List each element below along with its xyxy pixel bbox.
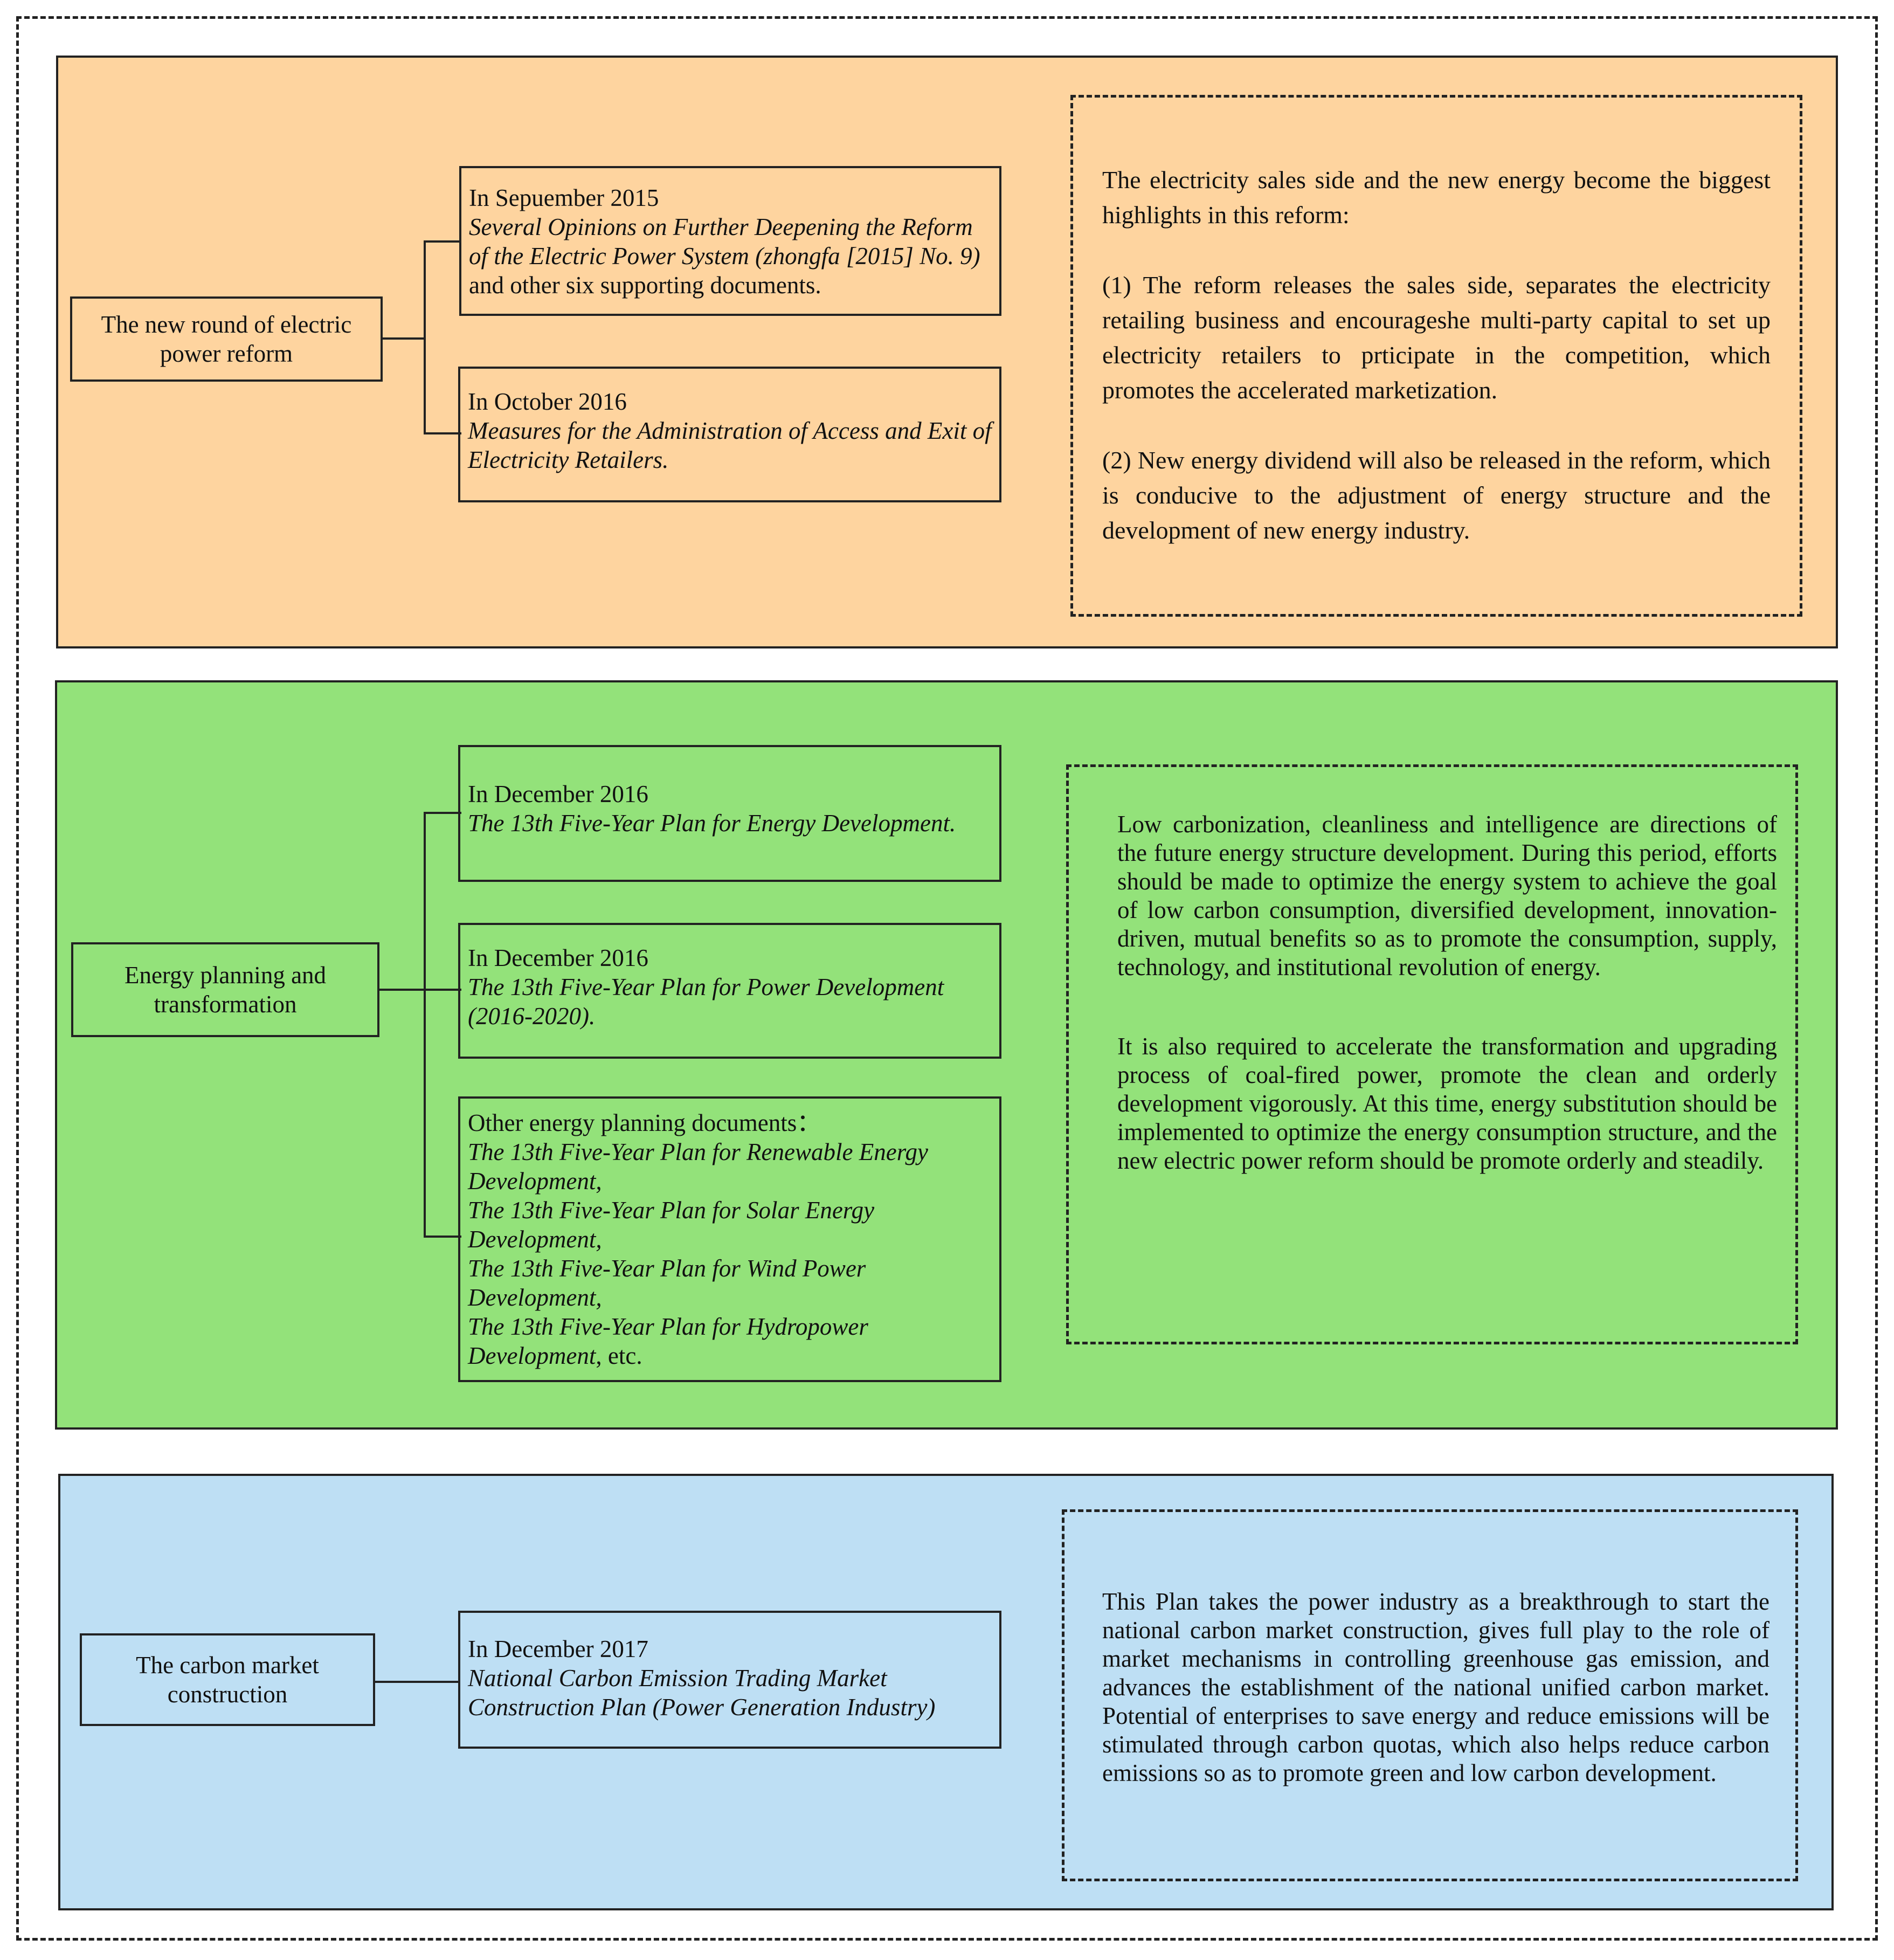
- outer-frame: [16, 16, 1878, 1941]
- document-title: The 13th Five-Year Plan for Hydropower D…: [468, 1313, 868, 1369]
- note-paragraph: The electricity sales side and the new e…: [1102, 166, 1771, 229]
- document-date: In December 2016: [468, 781, 648, 808]
- note-paragraph: Low carbonization, cleanliness and intel…: [1117, 811, 1777, 981]
- document-suffix: , etc.: [596, 1342, 642, 1369]
- document-box-2015: In Sepuember 2015 Several Opinions on Fu…: [459, 166, 1001, 316]
- note-paragraph: (1) The reform releases the sales side, …: [1102, 271, 1771, 404]
- energy-planning-label: Energy planning and transformation: [71, 942, 379, 1037]
- connector: [424, 240, 461, 243]
- note-paragraph: (2) New energy dividend will also be rel…: [1102, 446, 1771, 544]
- connector: [381, 337, 426, 340]
- note-paragraph: This Plan takes the power industry as a …: [1102, 1588, 1769, 1786]
- document-box-2016-oct: In October 2016 Measures for the Adminis…: [458, 367, 1001, 502]
- connector: [424, 812, 461, 814]
- carbon-market-label: The carbon market construction: [80, 1633, 375, 1726]
- document-date: In October 2016: [468, 388, 627, 415]
- document-title: The 13th Five-Year Plan for Energy Devel…: [468, 810, 956, 837]
- document-box-other-plans: Other energy planning documents： The 13t…: [458, 1096, 1001, 1382]
- connector: [424, 240, 426, 434]
- note-paragraph: It is also required to accelerate the tr…: [1117, 1033, 1777, 1174]
- note-carbon-market: This Plan takes the power industry as a …: [1062, 1509, 1798, 1881]
- connector: [424, 432, 461, 434]
- document-box-carbon-plan: In December 2017 National Carbon Emissio…: [458, 1611, 1001, 1749]
- connector: [424, 812, 426, 1238]
- document-title: The 13th Five-Year Plan for Renewable En…: [468, 1138, 929, 1195]
- energy-planning-label-text: Energy planning and transformation: [124, 962, 327, 1018]
- note-energy-planning: Low carbonization, cleanliness and intel…: [1066, 764, 1798, 1344]
- document-date: In Sepuember 2015: [469, 184, 659, 211]
- carbon-market-label-text: The carbon market construction: [136, 1652, 319, 1708]
- document-title: The 13th Five-Year Plan for Solar Energy…: [468, 1197, 875, 1253]
- power-reform-label: The new round of electric power reform: [70, 296, 383, 382]
- document-title: Measures for the Administration of Acces…: [468, 417, 992, 473]
- connector: [373, 1681, 459, 1683]
- document-box-energy-plan: In December 2016 The 13th Five-Year Plan…: [458, 745, 1001, 882]
- document-title: The 13th Five-Year Plan for Power Develo…: [468, 974, 944, 1030]
- document-title: Several Opinions on Further Deepening th…: [469, 213, 980, 270]
- document-date: Other energy planning documents：: [468, 1109, 821, 1136]
- document-title: The 13th Five-Year Plan for Wind Power D…: [468, 1255, 866, 1311]
- document-title: National Carbon Emission Trading Market …: [468, 1665, 936, 1721]
- document-date: In December 2017: [468, 1635, 648, 1662]
- section-carbon-market: [58, 1474, 1834, 1910]
- connector: [377, 989, 426, 991]
- document-box-power-plan: In December 2016 The 13th Five-Year Plan…: [458, 923, 1001, 1059]
- power-reform-label-text: The new round of electric power reform: [101, 311, 352, 367]
- note-power-reform: The electricity sales side and the new e…: [1070, 95, 1802, 617]
- connector: [424, 1236, 461, 1238]
- connector: [424, 989, 461, 991]
- document-date: In December 2016: [468, 944, 648, 971]
- section-energy-planning: [55, 680, 1838, 1430]
- document-suffix: and other six supporting documents.: [469, 272, 821, 299]
